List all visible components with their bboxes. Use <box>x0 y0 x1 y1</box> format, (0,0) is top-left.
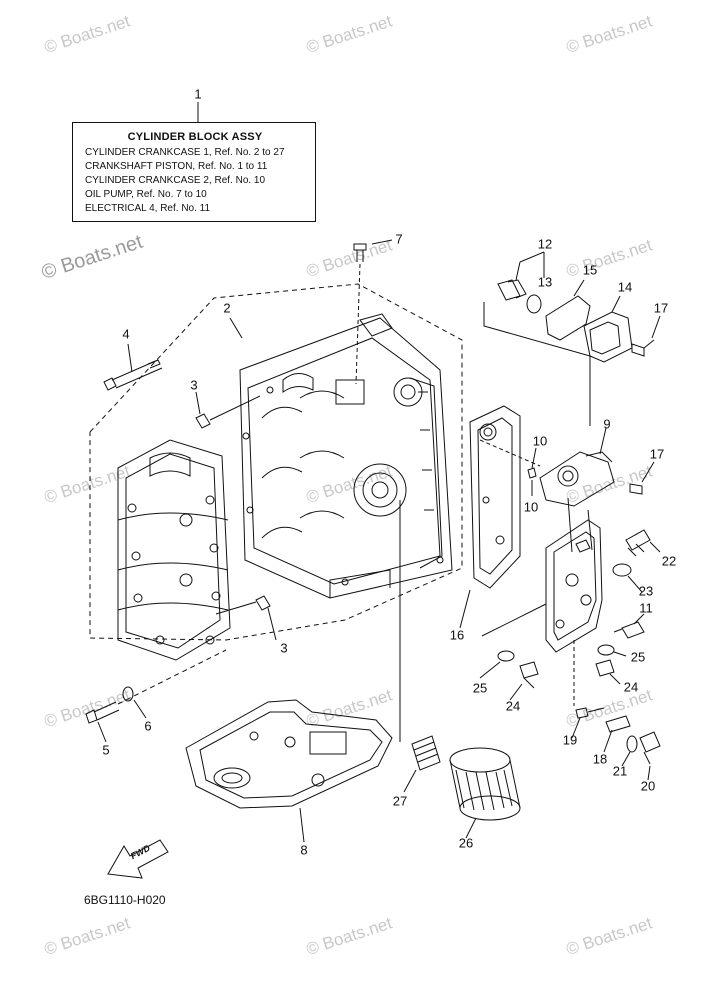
legend-line: CYLINDER CRANKCASE 1, Ref. No. 2 to 27 <box>85 147 285 158</box>
seal-21 <box>626 735 638 753</box>
oil-pump-9 <box>539 451 615 507</box>
plug-24 <box>519 661 539 689</box>
assembly-outline <box>89 283 463 641</box>
callout-6[interactable]: 6 <box>144 718 152 734</box>
callout-15[interactable]: 15 <box>582 262 598 278</box>
callout-5[interactable]: 5 <box>102 742 110 758</box>
legend-line: ELECTRICAL 4, Ref. No. 11 <box>85 203 211 214</box>
callout-14[interactable]: 14 <box>617 279 633 295</box>
cover-plate <box>545 497 603 653</box>
screw-10 <box>527 467 537 479</box>
assembly-legend: CYLINDER BLOCK ASSY CYLINDER CRANKCASE 1… <box>72 122 316 222</box>
plug-20 <box>639 731 661 765</box>
bolt-17 <box>631 339 655 357</box>
bolt-19 <box>575 707 605 719</box>
callout-10[interactable]: 10 <box>532 433 548 449</box>
callout-4[interactable]: 4 <box>122 326 130 342</box>
callout-24[interactable]: 24 <box>623 679 639 695</box>
gasket-16 <box>469 405 521 589</box>
fitting-27 <box>411 735 441 771</box>
washer-25 <box>597 644 615 656</box>
legend-line: CYLINDER CRANKCASE 2, Ref. No. 10 <box>85 175 266 186</box>
washer-25 <box>497 650 515 662</box>
oil-filter-26 <box>449 747 521 821</box>
sleeve-18 <box>605 715 631 733</box>
callout-8[interactable]: 8 <box>300 842 308 858</box>
callout-25[interactable]: 25 <box>630 649 646 665</box>
sensor-11 <box>613 621 645 639</box>
callout-7[interactable]: 7 <box>395 231 403 247</box>
callout-12[interactable]: 12 <box>537 236 553 252</box>
callout-17[interactable]: 17 <box>649 446 665 462</box>
callout-25[interactable]: 25 <box>472 680 488 696</box>
callout-9[interactable]: 9 <box>603 416 611 432</box>
callout-10[interactable]: 10 <box>523 499 539 515</box>
bolt-4 <box>103 359 163 391</box>
plug-24 <box>595 659 615 677</box>
callout-13[interactable]: 13 <box>537 274 553 290</box>
housing-14 <box>583 311 633 363</box>
o-ring-23 <box>612 563 632 577</box>
bolt-5 <box>85 701 120 724</box>
bolt-17 <box>629 483 643 495</box>
screw-7 <box>353 243 367 262</box>
callout-2[interactable]: 2 <box>223 300 231 316</box>
callout-27[interactable]: 27 <box>392 793 408 809</box>
callout-23[interactable]: 23 <box>638 583 654 599</box>
washer-6 <box>122 686 134 702</box>
dowel-pin <box>195 413 271 611</box>
callout-19[interactable]: 19 <box>562 732 578 748</box>
plug-22 <box>625 529 651 557</box>
callout-1[interactable]: 1 <box>194 86 202 102</box>
callout-26[interactable]: 26 <box>458 835 474 851</box>
callout-3[interactable]: 3 <box>190 377 198 393</box>
callout-17[interactable]: 17 <box>653 300 669 316</box>
callout-21[interactable]: 21 <box>612 763 628 779</box>
fitting-12 <box>497 279 527 301</box>
callout-18[interactable]: 18 <box>592 751 608 767</box>
diagram-code: 6BG1110-H020 <box>84 893 166 907</box>
callout-22[interactable]: 22 <box>661 553 677 569</box>
callout-24[interactable]: 24 <box>505 698 521 714</box>
cylinder-block <box>239 313 453 599</box>
fwd-arrow-icon <box>107 839 169 879</box>
legend-title: CYLINDER BLOCK ASSY <box>127 131 263 143</box>
callout-3[interactable]: 3 <box>280 640 288 656</box>
gasket-8 <box>185 699 393 809</box>
washer-13 <box>526 294 542 314</box>
callout-11[interactable]: 11 <box>639 600 653 616</box>
crankcase-half <box>117 439 231 661</box>
gasket-15 <box>545 295 591 341</box>
callout-20[interactable]: 20 <box>640 778 656 794</box>
callout-16[interactable]: 16 <box>449 627 465 643</box>
legend-line: OIL PUMP, Ref. No. 7 to 10 <box>85 189 207 200</box>
legend-line: CRANKSHAFT PISTON, Ref. No. 1 to 11 <box>85 161 268 172</box>
